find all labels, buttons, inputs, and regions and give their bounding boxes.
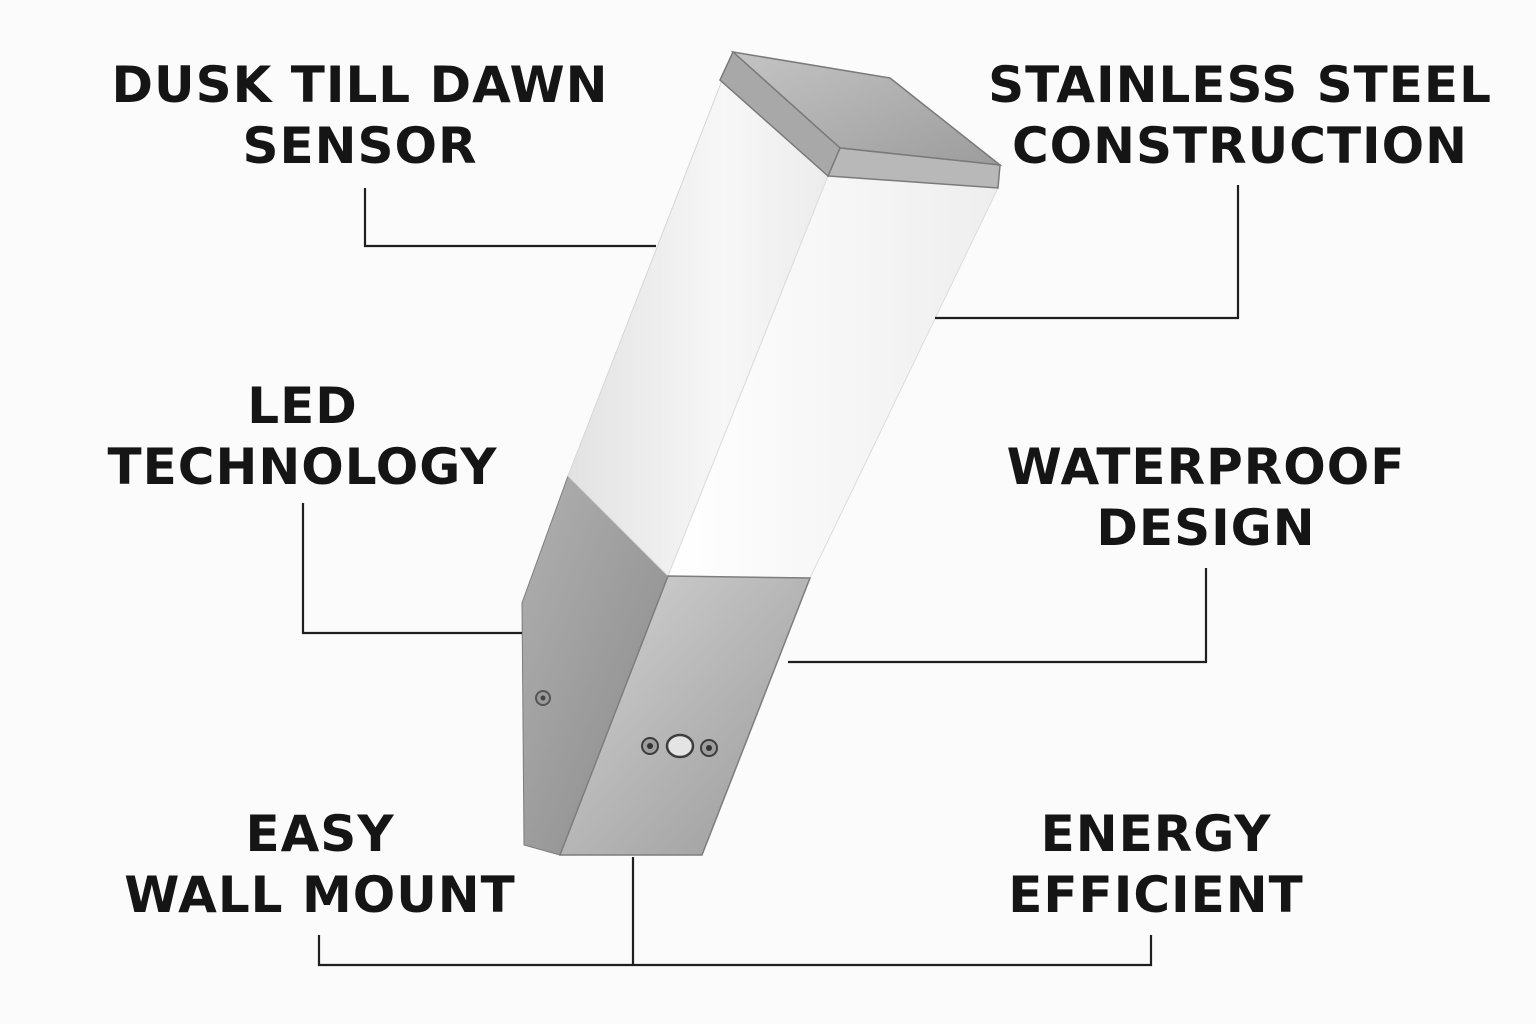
dusk-sensor-icon (665, 733, 695, 759)
callout-lines (301, 185, 1240, 967)
feature-stainless-line2: CONSTRUCTION (1011, 117, 1469, 175)
feature-dusk-sensor: DUSK TILL DAWN SENSOR (100, 55, 620, 177)
feature-stainless: STAINLESS STEEL CONSTRUCTION (985, 55, 1495, 177)
feature-stainless-line1: STAINLESS STEEL (988, 56, 1492, 114)
feature-waterproof-line1: WATERPROOF (1006, 438, 1406, 496)
feature-led-line1: LED (247, 377, 358, 435)
feature-wall-mount-line2: WALL MOUNT (124, 866, 516, 924)
callout-waterproof (788, 568, 1208, 664)
callout-wall-mount (317, 935, 1153, 967)
feature-wall-mount-line1: EASY (245, 805, 395, 863)
feature-waterproof-line2: DESIGN (1096, 499, 1316, 557)
feature-led: LED TECHNOLOGY (100, 376, 505, 498)
feature-energy-line1: ENERGY (1040, 805, 1272, 863)
callout-dusk-sensor (363, 188, 656, 248)
callout-stainless (935, 185, 1240, 320)
feature-wall-mount: EASY WALL MOUNT (120, 804, 520, 926)
feature-energy: ENERGY EFFICIENT (1000, 804, 1312, 926)
feature-dusk-sensor-line1: DUSK TILL DAWN (111, 56, 609, 114)
feature-led-line2: TECHNOLOGY (107, 438, 498, 496)
lower-housing (558, 575, 812, 856)
feature-dusk-sensor-line2: SENSOR (242, 117, 478, 175)
feature-energy-line2: EFFICIENT (1008, 866, 1304, 924)
feature-waterproof: WATERPROOF DESIGN (1000, 437, 1412, 559)
callout-led (301, 503, 522, 635)
